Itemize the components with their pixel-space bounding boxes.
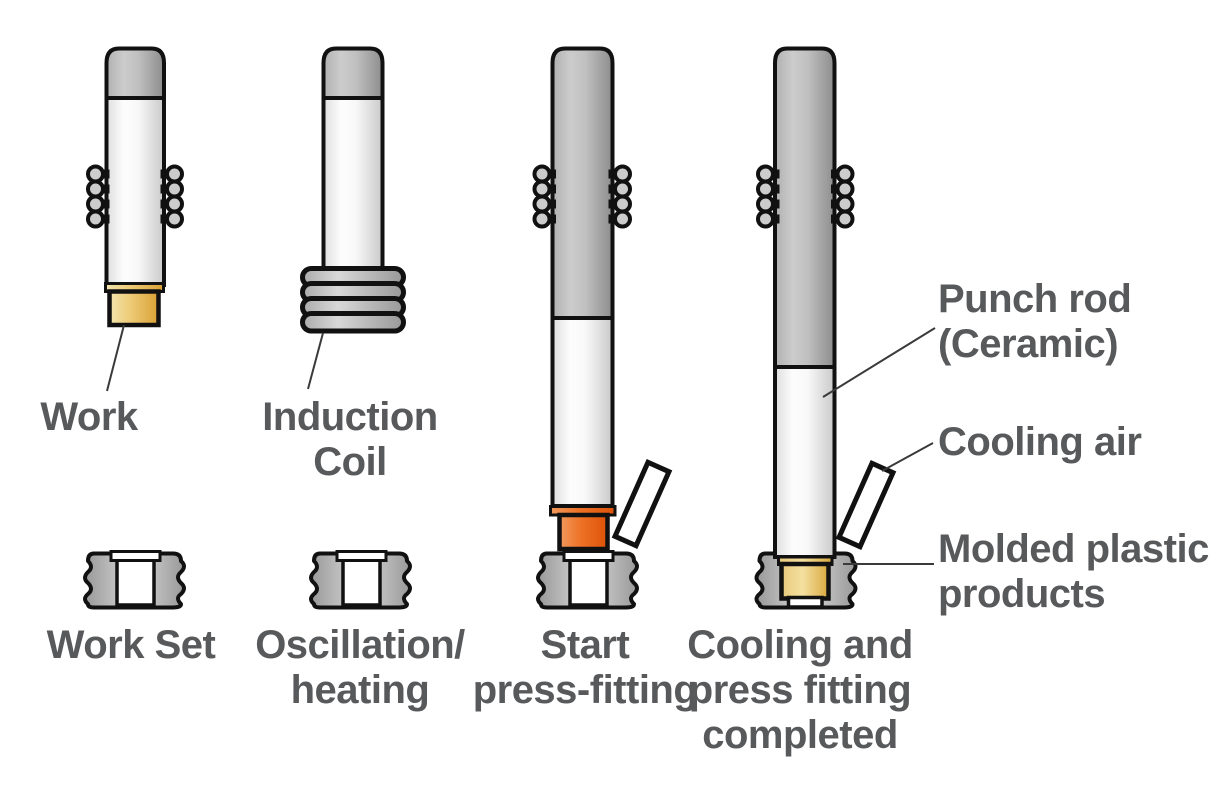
punch-rod-upper bbox=[773, 46, 837, 369]
stage-label-cooling-done: Cooling and press fitting completed bbox=[687, 623, 913, 757]
punch-rod-body bbox=[321, 94, 385, 274]
molded-product bbox=[779, 561, 831, 601]
cooling-air-nozzle bbox=[611, 459, 673, 549]
stage-label-work-set: Work Set bbox=[46, 623, 216, 667]
stage-cooling-completed bbox=[754, 46, 897, 610]
punch-rod-body bbox=[104, 94, 166, 287]
punch-rod-upper bbox=[550, 46, 615, 320]
annotation-leader-lines bbox=[822, 327, 936, 565]
heated-work-piece bbox=[557, 512, 610, 552]
stage-work-set bbox=[85, 46, 184, 608]
cooling-air-nozzle bbox=[835, 460, 897, 550]
cooling-air-leader-line bbox=[881, 442, 934, 472]
punch-rod-body bbox=[550, 316, 615, 508]
mold-stage-3 bbox=[538, 552, 637, 608]
work-leader-line bbox=[106, 324, 125, 392]
molded-products-label: Molded plastic products bbox=[938, 527, 1209, 616]
stage-label-start-press-fit: Start press-fitting bbox=[472, 623, 698, 712]
punch-rod-cap bbox=[104, 46, 166, 100]
mold-bottom-slot bbox=[786, 595, 824, 609]
stage-oscillation-heating bbox=[300, 46, 411, 608]
cooling-air-label: Cooling air bbox=[938, 420, 1142, 464]
mold-stage-2 bbox=[311, 552, 410, 608]
induction-coil bbox=[300, 266, 406, 334]
stage-label-oscillation: Oscillation/ heating bbox=[255, 623, 465, 712]
work-piece bbox=[107, 289, 161, 328]
punch-rod-leader-line bbox=[822, 327, 936, 398]
mold-stage-1 bbox=[85, 552, 184, 608]
punch-rod-cap bbox=[321, 46, 385, 100]
punch-rod-label: Punch rod (Ceramic) bbox=[938, 277, 1132, 366]
induction-coil-label: Induction Coil bbox=[262, 395, 438, 484]
induction-coil-leader-line bbox=[307, 332, 324, 390]
work-label: Work bbox=[40, 395, 138, 439]
stage-start-press-fitting bbox=[532, 46, 673, 608]
